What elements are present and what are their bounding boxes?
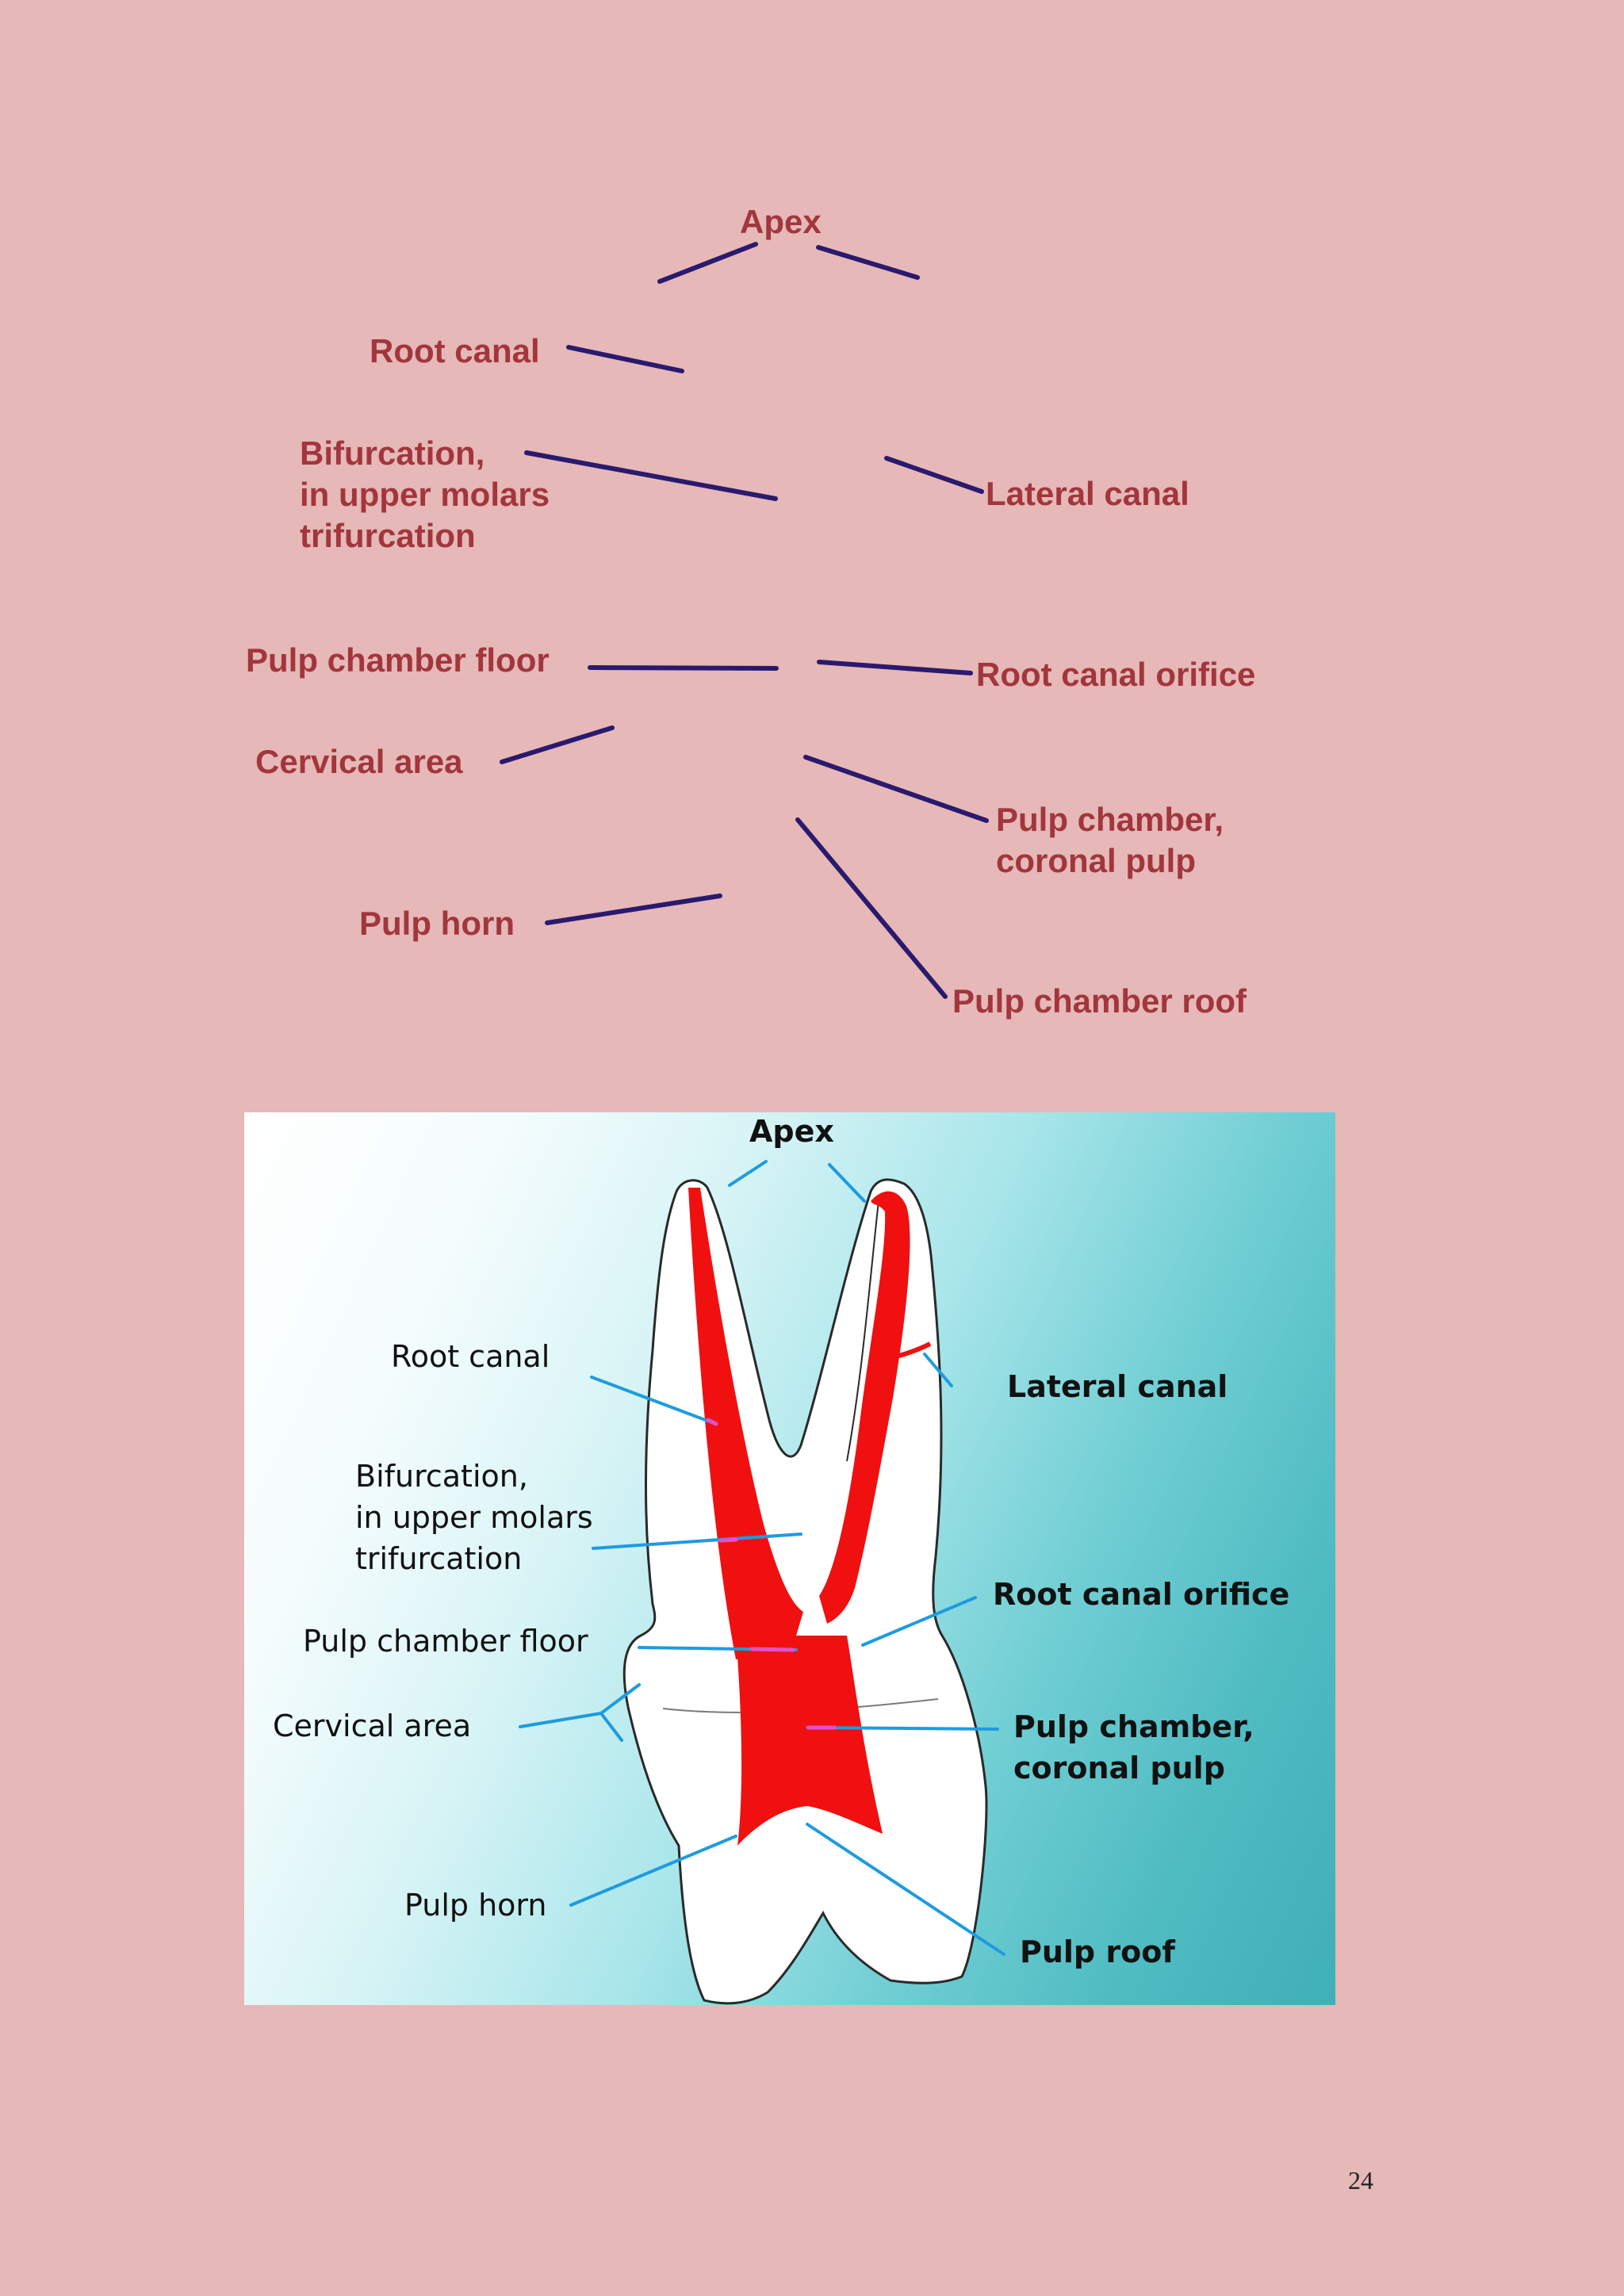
photo-leader-pulp-chamber	[806, 1726, 999, 1731]
leader-cervical-area	[500, 725, 615, 764]
photo-tick-pulp-chamber-floor	[749, 1647, 795, 1652]
tooth-inner-root-line	[846, 1200, 879, 1462]
photo-tick-root-canal	[706, 1418, 718, 1426]
page-number: 24	[1348, 2166, 1373, 2195]
upper-label-pulp-chamber-coronal: Pulp chamber, coronal pulp	[996, 799, 1224, 882]
upper-label-pulp-chamber-floor: Pulp chamber floor	[246, 641, 550, 679]
leader-pulp-chamber-roof	[795, 817, 948, 999]
tooth-outline	[622, 1178, 988, 2005]
tooth-illustration	[519, 1160, 1005, 2005]
pulp-chamber	[736, 1636, 883, 1846]
leader-root-canal-orifice	[817, 660, 973, 675]
photo-label-pulp-horn: Pulp horn	[404, 1888, 547, 1923]
leader-root-canal	[566, 345, 684, 373]
upper-label-root-canal: Root canal	[370, 332, 540, 369]
photo-label-root-canal: Root canal	[391, 1339, 550, 1374]
photo-label-bifurcation: Bifurcation, in upper molars trifurcatio…	[355, 1456, 593, 1579]
photo-label-pulp-chamber-coronal: Pulp chamber, coronal pulp	[1013, 1706, 1254, 1789]
photo-label-bifurcation-line3: trifurcation	[355, 1541, 523, 1576]
photo-label-cervical-area: Cervical area	[273, 1709, 472, 1743]
upper-label-root-canal-orifice: Root canal orifice	[976, 656, 1256, 693]
photo-leader-apex-left	[728, 1160, 768, 1187]
photo-leader-cervical-area	[519, 1712, 603, 1728]
photo-label-bifurcation-line2: in upper molars	[355, 1500, 593, 1535]
pulp-lateral-canal	[878, 1341, 932, 1362]
upper-label-pulp-horn: Pulp horn	[359, 905, 515, 942]
upper-label-lateral-canal: Lateral canal	[986, 475, 1189, 512]
pulp-left-canal	[688, 1188, 803, 1659]
pulp-right-canal	[819, 1191, 910, 1624]
upper-label-bifurcation-line1: Bifurcation,	[300, 434, 485, 472]
leader-pulp-horn	[545, 894, 722, 925]
upper-label-bifurcation-line2: in upper molars	[300, 476, 550, 513]
photo-label-root-canal-orifice: Root canal orifice	[993, 1577, 1290, 1612]
upper-label-bifurcation: Bifurcation, in upper molars trifurcatio…	[300, 433, 550, 557]
photo-label-lateral-canal: Lateral canal	[1007, 1369, 1228, 1404]
photo-leader-pulp-horn	[569, 1835, 737, 1907]
photo-leader-bifurcation	[592, 1533, 802, 1550]
photo-leader-cervical-area-upper	[599, 1683, 641, 1715]
photo-label-bifurcation-line1: Bifurcation,	[355, 1459, 528, 1494]
leader-pulp-chamber-coronal	[803, 755, 989, 823]
upper-label-apex: Apex	[740, 203, 822, 240]
photo-leader-root-canal	[590, 1376, 715, 1425]
photo-label-pulp-roof: Pulp roof	[1020, 1934, 1175, 1969]
upper-label-cervical-area: Cervical area	[255, 743, 463, 780]
leader-bifurcation	[524, 450, 778, 501]
upper-label-pulp-chamber-line2: coronal pulp	[996, 842, 1196, 879]
leader-apex-right	[816, 245, 920, 280]
photo-label-pulp-chamber-floor: Pulp chamber floor	[303, 1624, 588, 1659]
upper-leader-lines	[500, 242, 989, 999]
photo-leader-root-canal-orifice	[861, 1596, 977, 1647]
upper-label-pulp-chamber-line1: Pulp chamber,	[996, 801, 1224, 838]
photo-leader-cervical-area-lower	[599, 1712, 623, 1742]
photo-leader-lateral-canal	[923, 1353, 953, 1387]
tooth-diagram-photo: Apex Root canal Bifurcation, in upper mo…	[244, 1112, 1335, 2005]
leader-lateral-canal	[884, 456, 984, 494]
photo-leader-pulp-roof	[806, 1823, 1005, 1956]
upper-label-pulp-chamber-roof: Pulp chamber roof	[952, 982, 1247, 1020]
leader-apex-left	[657, 242, 758, 284]
upper-label-bifurcation-line3: trifurcation	[300, 517, 476, 554]
photo-label-pulp-chamber-line2: coronal pulp	[1013, 1751, 1225, 1785]
photo-label-pulp-chamber-line1: Pulp chamber,	[1013, 1709, 1254, 1744]
photo-leader-apex-right	[828, 1163, 866, 1203]
photo-label-apex: Apex	[749, 1114, 834, 1149]
